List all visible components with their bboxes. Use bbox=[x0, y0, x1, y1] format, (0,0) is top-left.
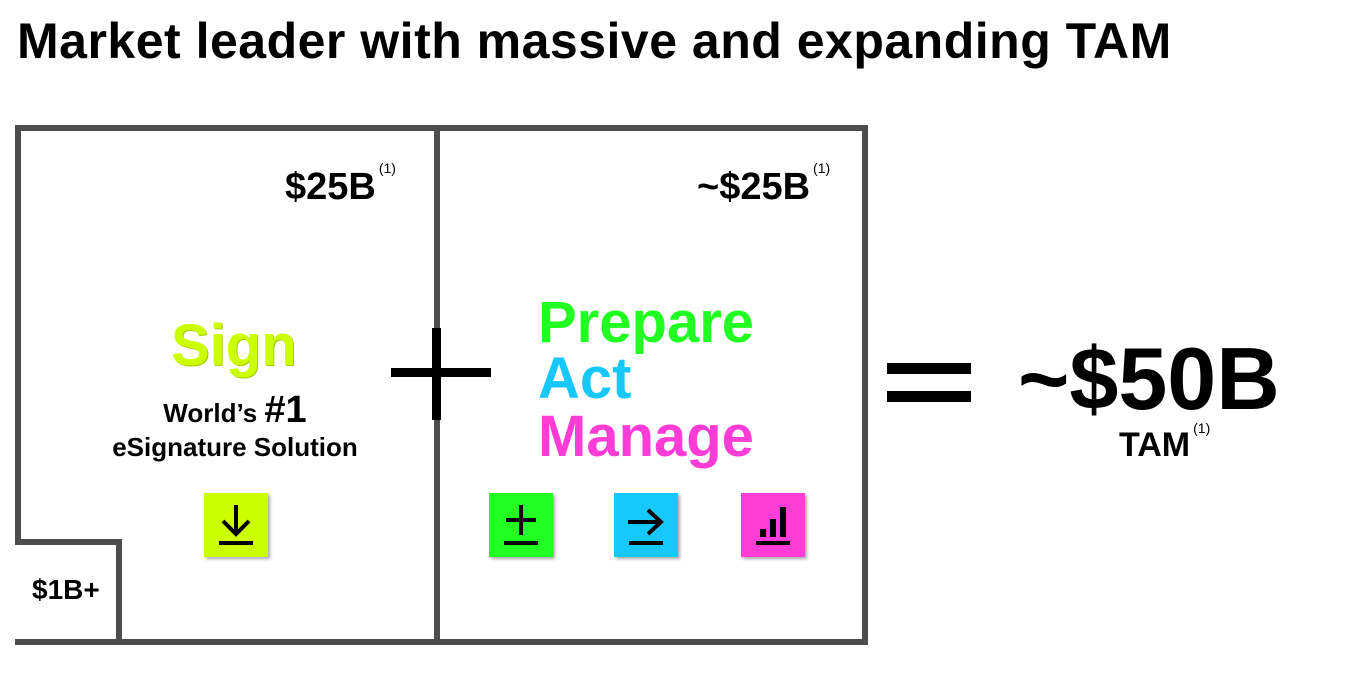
bar-chart-icon bbox=[741, 493, 805, 557]
page-title: Market leader with massive and expanding… bbox=[17, 13, 1172, 69]
manage-label: Manage bbox=[538, 404, 754, 469]
sign-description-line2: eSignature Solution bbox=[112, 432, 358, 462]
total-tam-amount: ~$50B bbox=[1018, 329, 1280, 428]
sign-label: Sign bbox=[171, 313, 297, 378]
agreement-market-box bbox=[438, 125, 868, 645]
plus-operator-icon bbox=[391, 328, 491, 420]
agreement-amount: ~$25B(1) bbox=[697, 160, 830, 209]
sub-market-amount: $1B+ bbox=[32, 574, 100, 605]
tam-text: TAM bbox=[1119, 426, 1191, 464]
footnote-marker: (1) bbox=[813, 160, 831, 176]
plus-icon bbox=[489, 493, 553, 557]
footnote-marker: (1) bbox=[1193, 420, 1211, 436]
sign-description-line1: World’s #1 bbox=[100, 391, 370, 430]
footnote-marker: (1) bbox=[378, 160, 396, 176]
sign-amount-value: $25B bbox=[285, 166, 376, 208]
agreement-amount-value: ~$25B bbox=[697, 166, 811, 208]
download-icon bbox=[204, 493, 268, 557]
sign-description-prefix: World’s bbox=[163, 398, 258, 428]
total-tam-label: TAM(1) bbox=[1119, 420, 1210, 465]
act-label: Act bbox=[538, 346, 632, 411]
equals-operator-icon bbox=[887, 363, 971, 402]
sign-amount: $25B(1) bbox=[285, 160, 396, 209]
sub-market-box bbox=[15, 539, 122, 639]
sign-description: World’s #1 eSignature Solution bbox=[100, 391, 370, 464]
prepare-label: Prepare bbox=[538, 290, 755, 355]
arrow-right-icon bbox=[614, 493, 678, 557]
sign-description-rank: #1 bbox=[264, 389, 307, 431]
